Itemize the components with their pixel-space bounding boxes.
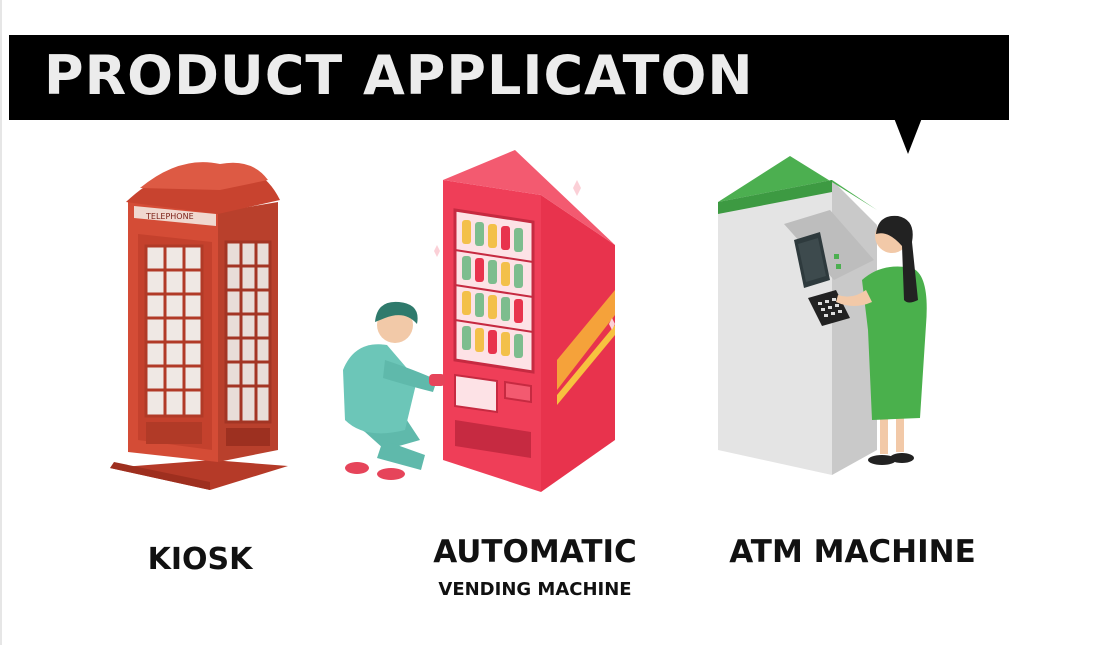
woman-figure (836, 215, 927, 465)
atm-label: ATM MACHINE (729, 534, 976, 570)
booth-sign-text: TELEPHONE (145, 212, 194, 221)
kiosk-label: KIOSK (147, 542, 253, 577)
telephone-booth-icon: TELEPHONE (110, 162, 288, 490)
vending-machine-icon (343, 150, 615, 492)
title-banner (9, 35, 1009, 120)
page-title: PRODUCT APPLICATON (44, 44, 754, 107)
worker-figure (343, 301, 445, 480)
vending-label: AUTOMATIC (433, 534, 637, 570)
left-edge-rule (0, 0, 2, 645)
banner-pointer (894, 118, 922, 154)
atm-machine-icon (718, 156, 927, 475)
vending-sublabel: VENDING MACHINE (438, 579, 632, 600)
